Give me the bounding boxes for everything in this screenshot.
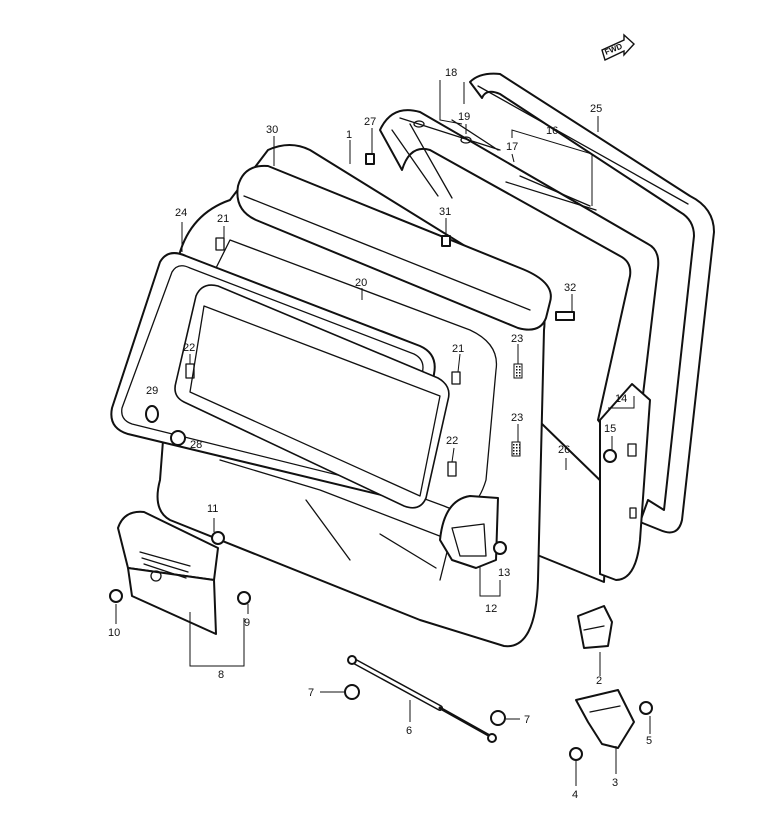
callout-numbers: 1 2 3 4 5 6 7 7 8 9 10 11 12 13 14 15 16… <box>108 67 652 801</box>
callout-4: 4 <box>572 789 578 801</box>
spacer-21-right <box>451 371 461 385</box>
callout-21-right: 21 <box>452 343 464 355</box>
callout-6: 6 <box>406 725 412 737</box>
callout-29: 29 <box>146 385 158 397</box>
nut-7-left <box>344 684 360 700</box>
callout-leaders <box>115 80 651 786</box>
callout-16: 16 <box>546 125 558 137</box>
callout-14: 14 <box>615 393 627 405</box>
back-window-glass-20 <box>174 284 450 509</box>
callout-5: 5 <box>646 735 652 747</box>
callout-10: 10 <box>108 627 120 639</box>
bolt-27 <box>365 153 375 165</box>
callout-11: 11 <box>207 503 218 515</box>
callout-7-left: 7 <box>308 687 314 699</box>
callout-9: 9 <box>244 617 250 629</box>
callout-7-right: 7 <box>524 714 530 726</box>
callout-8: 8 <box>218 669 224 681</box>
callout-2: 2 <box>596 675 602 687</box>
callout-12: 12 <box>485 603 497 615</box>
pad-23-upper <box>513 363 523 379</box>
callout-21-left: 21 <box>217 213 229 225</box>
grommet-28 <box>170 430 186 446</box>
callout-26: 26 <box>558 444 570 456</box>
bolt-15 <box>603 449 617 463</box>
callout-17: 17 <box>506 141 518 153</box>
callout-32: 32 <box>564 282 576 294</box>
callout-24: 24 <box>175 207 187 219</box>
screw-9 <box>237 591 251 605</box>
bolt-32 <box>555 311 575 321</box>
side-trim-14 <box>599 383 651 581</box>
spacer-21-left <box>215 237 225 251</box>
callout-20: 20 <box>355 277 367 289</box>
callout-25: 25 <box>590 103 602 115</box>
nut-7-right <box>490 710 506 726</box>
callout-27: 27 <box>364 116 376 128</box>
callout-19: 19 <box>458 111 470 123</box>
clip-11 <box>211 531 225 545</box>
license-lamp-8 <box>117 510 219 635</box>
callout-30: 30 <box>266 124 278 136</box>
plug-29 <box>145 405 159 423</box>
bolt-13 <box>493 541 507 555</box>
handle-trim-12 <box>439 495 499 569</box>
pad-23-lower <box>511 441 521 457</box>
callout-23-upper: 23 <box>511 333 523 345</box>
callout-1: 1 <box>346 129 352 141</box>
bolt-4 <box>569 747 583 761</box>
hinge-2 <box>577 605 613 649</box>
callout-13: 13 <box>498 567 510 579</box>
callout-22-left: 22 <box>183 342 195 354</box>
callout-31: 31 <box>439 206 451 218</box>
bolt-10 <box>109 589 123 603</box>
callout-22-right: 22 <box>446 435 458 447</box>
clip-31 <box>441 235 451 247</box>
bolt-5 <box>639 701 653 715</box>
spoiler-30 <box>236 164 552 331</box>
fwd-arrow-icon: FWD <box>601 33 635 61</box>
hinge-3 <box>575 689 635 749</box>
callout-18: 18 <box>445 67 457 79</box>
callout-28: 28 <box>190 439 202 451</box>
gas-strut-6 <box>347 655 497 743</box>
callout-3: 3 <box>612 777 618 789</box>
callout-15: 15 <box>604 423 616 435</box>
weatherstrip-25 <box>469 72 715 534</box>
callout-23-lower: 23 <box>511 412 523 424</box>
